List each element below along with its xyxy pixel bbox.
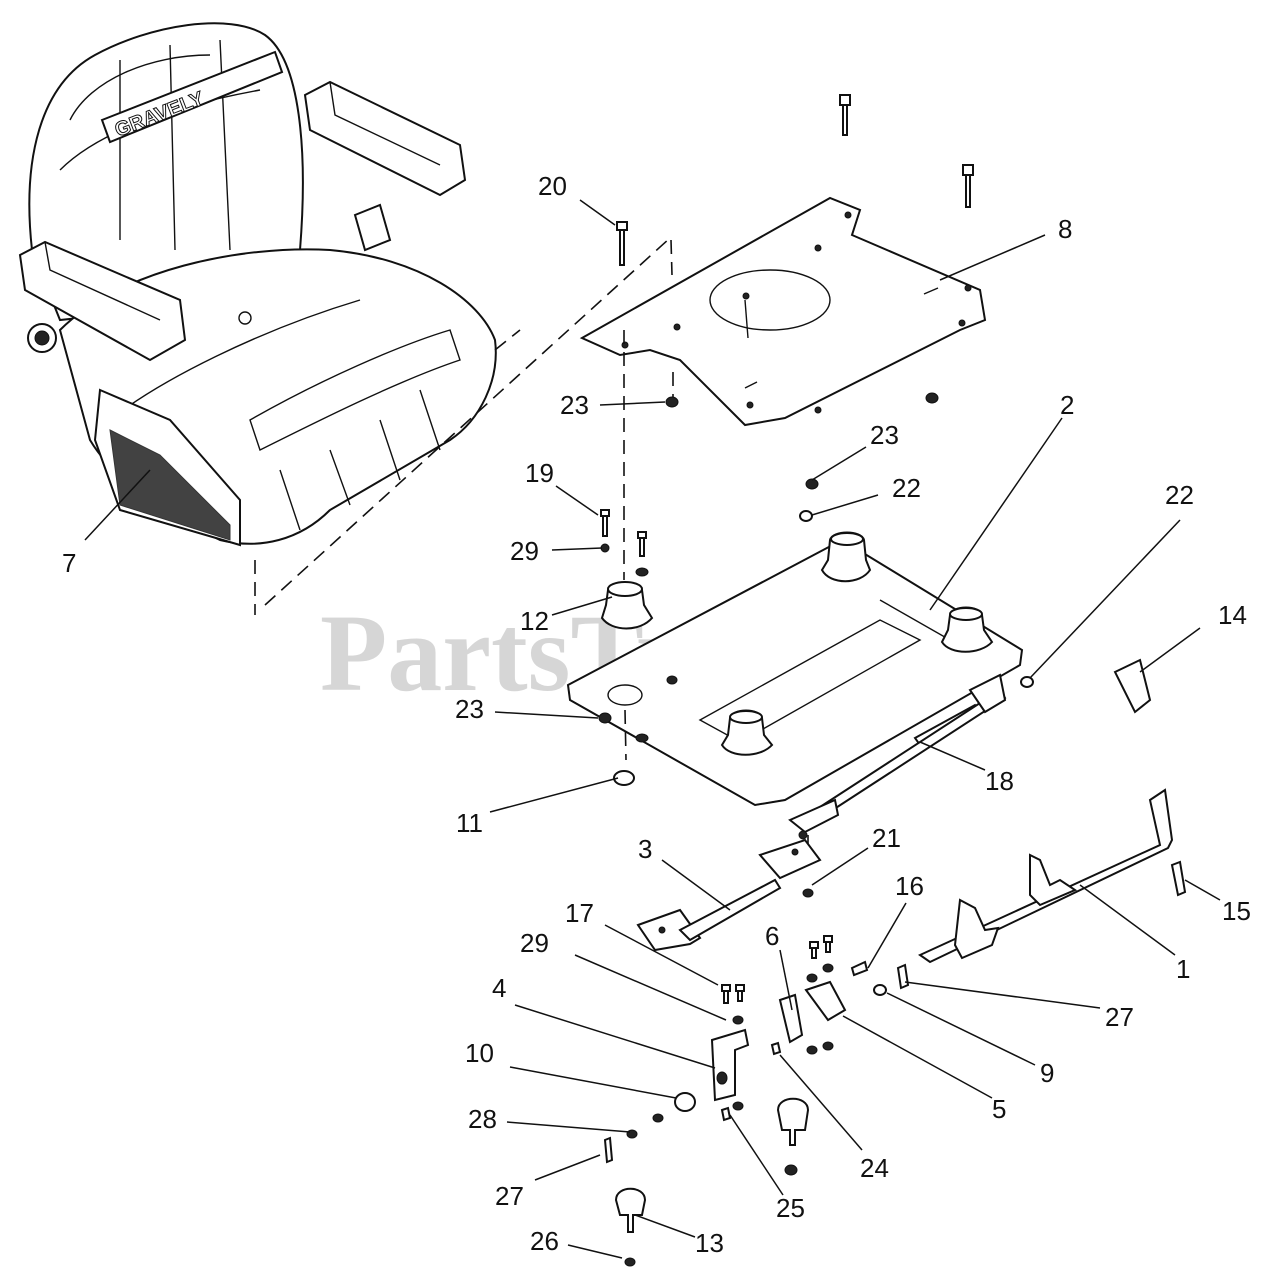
callout-2: 2 [1060,390,1074,420]
callout-11: 11 [456,808,483,838]
leader-lines [84,199,1221,1259]
callout-25: 25 [776,1193,805,1223]
callout-14: 14 [1218,600,1247,630]
callout-8: 8 [1058,214,1072,244]
callout-23: 23 [870,420,899,450]
release-lever [603,788,1187,1267]
callout-3: 3 [638,834,652,864]
callout-22: 22 [1165,480,1194,510]
suspension-frame [566,330,1152,860]
callout-12: 12 [520,606,549,636]
callout-29: 29 [520,928,549,958]
callout-23: 23 [560,390,589,420]
callout-26: 26 [530,1226,559,1256]
callout-19: 19 [525,458,554,488]
callout-28: 28 [468,1104,497,1134]
callout-10: 10 [465,1038,494,1068]
callout-9: 9 [1040,1058,1054,1088]
callout-29: 29 [510,536,539,566]
callout-7: 7 [62,548,76,578]
callout-5: 5 [992,1094,1006,1124]
callout-4: 4 [492,973,506,1003]
seat-plate [579,94,987,427]
callout-27: 27 [1105,1002,1134,1032]
callout-labels: 20 8 23 2 23 22 22 19 29 7 12 14 23 18 1… [62,171,1251,1258]
callout-6: 6 [765,921,779,951]
callout-27: 27 [495,1181,524,1211]
callout-15: 15 [1222,896,1251,926]
callout-18: 18 [985,766,1014,796]
callout-21: 21 [872,823,901,853]
callout-23: 23 [455,694,484,724]
callout-13: 13 [695,1228,724,1258]
callout-22: 22 [892,473,921,503]
callout-17: 17 [565,898,594,928]
seat-assembly: GRAVELY [18,22,671,615]
callout-20: 20 [538,171,567,201]
callout-16: 16 [895,871,924,901]
callout-1: 1 [1176,954,1190,984]
callout-24: 24 [860,1153,889,1183]
